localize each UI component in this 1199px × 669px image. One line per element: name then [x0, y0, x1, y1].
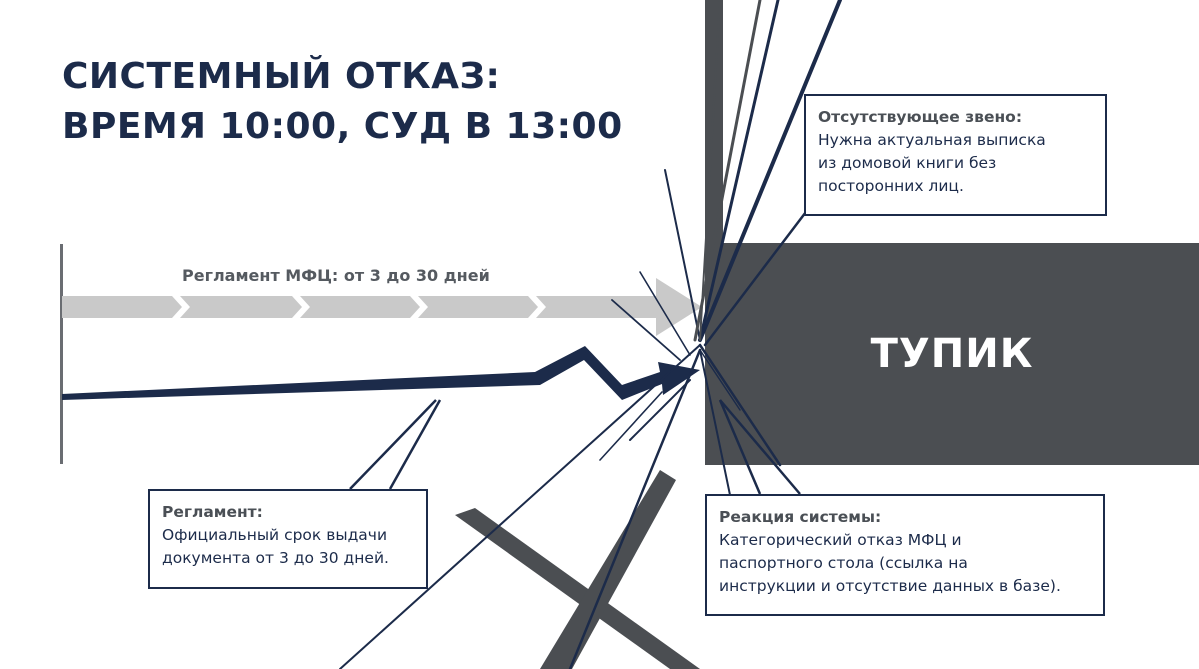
dead-end-label: ТУПИК — [870, 331, 1034, 377]
navy-path — [62, 346, 700, 400]
crack-lines — [339, 0, 842, 669]
callout-text: Официальный срок выдачи документа от 3 д… — [162, 526, 389, 567]
callout-regulation: Регламент: Официальный срок выдачи докум… — [148, 489, 428, 589]
callout-system-reaction: Реакция системы: Категорический отказ МФ… — [705, 494, 1105, 616]
title-line-2: ВРЕМЯ 10:00, СУД В 13:00 — [62, 106, 623, 147]
leader-lines — [349, 399, 801, 495]
gray-shard-b — [540, 470, 676, 669]
timeline-start-line — [60, 244, 63, 464]
title-line-1: СИСТЕМНЫЙ ОТКАЗ: — [62, 56, 501, 97]
callout-text: Категорический отказ МФЦ и паспортного с… — [719, 531, 1061, 595]
gray-shard-a — [455, 508, 700, 669]
timeline-label: Регламент МФЦ: от 3 до 30 дней — [182, 266, 490, 285]
regulation-arrow — [62, 278, 702, 336]
dead-end-block — [705, 243, 1199, 465]
callout-heading: Отсутствующее звено: — [818, 108, 1023, 126]
callout-heading: Реакция системы: — [719, 508, 882, 526]
callout-text: Нужна актуальная выписка из домовой книг… — [818, 131, 1046, 195]
page-title: СИСТЕМНЫЙ ОТКАЗ: ВРЕМЯ 10:00, СУД В 13:0… — [62, 52, 623, 152]
callout-missing-link: Отсутствующее звено: Нужна актуальная вы… — [804, 94, 1107, 216]
crack-lines-gray — [693, 0, 762, 342]
callout-heading: Регламент: — [162, 503, 263, 521]
